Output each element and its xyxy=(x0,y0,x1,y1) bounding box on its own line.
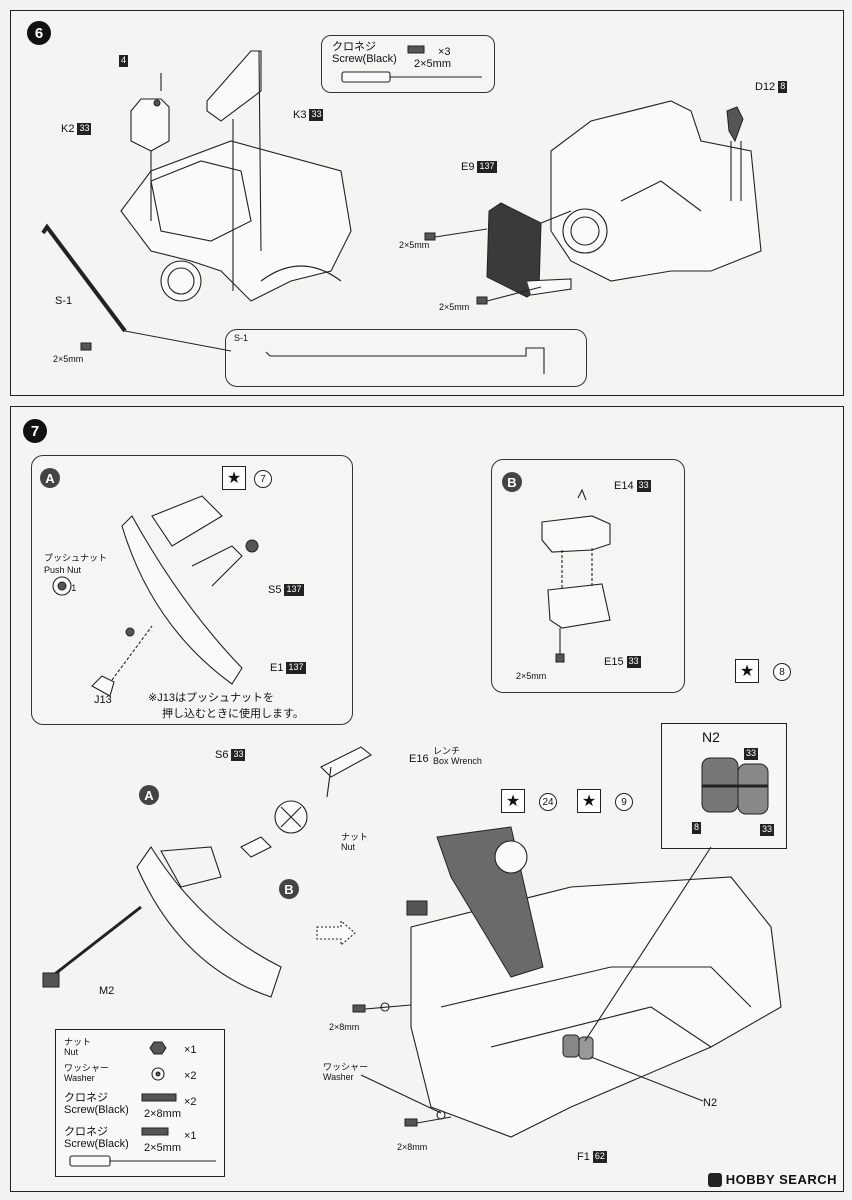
n2-title: N2 xyxy=(702,729,720,745)
note-line1: ※J13はプッシュナットを xyxy=(148,692,274,704)
part-m2: M2 xyxy=(99,985,115,997)
label-b: B xyxy=(502,472,522,492)
screw-b: 2×5mm xyxy=(516,671,547,681)
ref-24: 24 xyxy=(539,793,557,811)
ref-9: 9 xyxy=(615,793,633,811)
legend-icons xyxy=(69,1041,216,1167)
screwdriver-icon xyxy=(341,45,482,83)
legend-scr1-size: 2×8mm xyxy=(144,1108,181,1120)
s1-detail-label: S-1 xyxy=(234,333,249,343)
legend-washer-jp: ワッシャー xyxy=(64,1063,110,1073)
washer-en: Washer xyxy=(323,1072,354,1082)
step7-main-drawing xyxy=(42,746,782,1138)
subassembly-b-drawing xyxy=(541,488,611,663)
star-icon-24: ★ xyxy=(501,789,525,813)
s1-rod-drawing xyxy=(265,347,545,374)
star-icon-a: ★ xyxy=(222,466,246,490)
s1-detail-box: S-1 xyxy=(225,329,587,387)
legend-scr2-en: Screw(Black) xyxy=(64,1138,129,1150)
watermark: HOBBY SEARCH xyxy=(707,1172,837,1187)
legend-nut-en: Nut xyxy=(64,1047,79,1057)
washer-jp: ワッシャー xyxy=(323,1062,369,1072)
screw-icon-1 xyxy=(141,1093,177,1102)
pushnut-en: Push Nut xyxy=(44,565,82,575)
legend-washer-en: Washer xyxy=(64,1073,95,1083)
legend-scr1-jp: クロネジ xyxy=(64,1092,108,1104)
ref-8: 8 xyxy=(773,663,791,681)
n2-8: 8 xyxy=(692,822,702,834)
star-icon-9: ★ xyxy=(577,789,601,813)
star-icon-8: ★ xyxy=(735,659,759,683)
label-a: A xyxy=(40,468,60,488)
part-n2-main: N2 xyxy=(703,1097,718,1109)
screw-icon-2 xyxy=(141,1127,169,1136)
screw-2x8-a: 2×8mm xyxy=(329,1022,360,1032)
legend-scr2-qty: ×1 xyxy=(184,1130,197,1142)
screw-label-3: 2×5mm xyxy=(439,302,470,312)
n2-33-bottom: 33 xyxy=(760,824,775,836)
step7-number: 7 xyxy=(23,419,47,443)
screw-label-1: 2×5mm xyxy=(53,354,84,364)
n2-detail-box: N2 33 8 33 xyxy=(661,723,787,849)
e16-en: Box Wrench xyxy=(433,756,482,766)
screw-size: 2×5mm xyxy=(414,58,451,70)
nut-jp: ナット xyxy=(341,832,369,842)
screw-label-2: 2×5mm xyxy=(399,240,430,250)
legend-scr1-en: Screw(Black) xyxy=(64,1104,129,1116)
part-4: 4 xyxy=(119,55,129,67)
label-a-main: A xyxy=(139,785,159,805)
legend-nut-qty: ×1 xyxy=(184,1044,197,1056)
n2-drawing xyxy=(701,757,769,815)
hobbysearch-logo-icon xyxy=(707,1172,722,1187)
parts-legend: ナット Nut ×1 ワッシャー Washer ×2 クロネジ Screw(Bl… xyxy=(55,1029,225,1177)
step6-screw-box: クロネジ Screw(Black) ×3 2×5mm xyxy=(321,35,495,93)
screw-2x8-b: 2×8mm xyxy=(397,1142,428,1152)
n2-33-top: 33 xyxy=(744,748,759,760)
part-j13: J13 xyxy=(94,694,112,706)
e16-jp: レンチ xyxy=(433,746,461,756)
subassembly-a-drawing xyxy=(52,495,259,697)
ref-7: 7 xyxy=(254,470,272,488)
screw-jp: クロネジ xyxy=(332,41,376,53)
legend-scr2-jp: クロネジ xyxy=(64,1126,108,1138)
part-e16: E16 xyxy=(409,753,429,765)
screw-en: Screw(Black) xyxy=(332,53,397,65)
part-s1: S-1 xyxy=(55,295,73,307)
legend-nut-jp: ナット xyxy=(64,1037,92,1047)
note-line2: 押し込むときに使用します。 xyxy=(162,708,304,720)
legend-scr2-size: 2×5mm xyxy=(144,1142,181,1154)
screw-qty: ×3 xyxy=(438,46,451,58)
legend-scr1-qty: ×2 xyxy=(184,1096,197,1108)
legend-washer-qty: ×2 xyxy=(184,1070,197,1082)
pushnut-jp: プッシュナット xyxy=(44,553,108,563)
step6-number: 6 xyxy=(27,21,51,45)
label-b-main: B xyxy=(279,879,299,899)
step6-drawing xyxy=(41,50,762,352)
nut-en: Nut xyxy=(341,842,356,852)
nut-icon xyxy=(149,1041,167,1055)
